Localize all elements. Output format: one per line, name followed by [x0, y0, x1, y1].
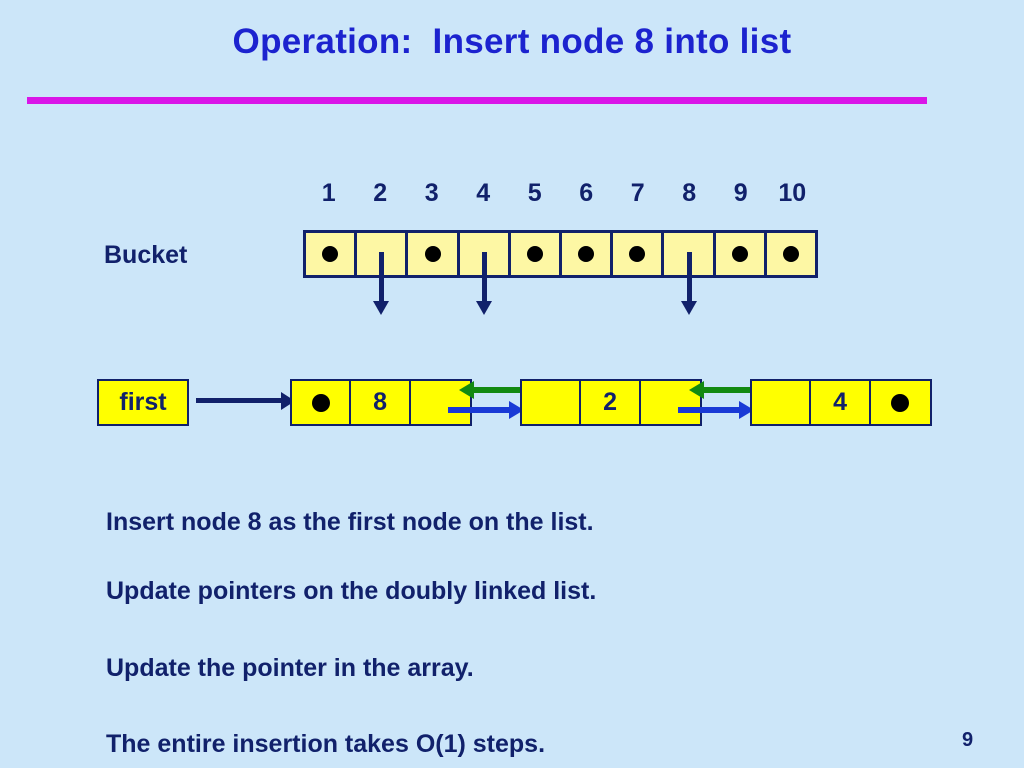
prev-pointer-arrow-1-icon — [459, 381, 533, 399]
null-dot-icon — [526, 246, 543, 262]
bucket-index-8: 8 — [682, 179, 697, 207]
null-dot-icon — [782, 246, 799, 262]
list-node-8[interactable]: 8 — [290, 379, 472, 426]
node-prev-cell — [292, 381, 352, 424]
bullet-line-3: Update the pointer in the array. — [106, 654, 474, 682]
node-value-cell: 4 — [811, 381, 871, 424]
node-prev-cell — [522, 381, 582, 424]
bucket-cell-9[interactable] — [715, 233, 767, 275]
title-divider — [27, 97, 927, 104]
node-prev-cell — [752, 381, 812, 424]
bucket-cell-8[interactable] — [664, 233, 716, 315]
bullet-line-4: The entire insertion takes O(1) steps. — [106, 730, 546, 758]
bucket-index-9: 9 — [733, 179, 748, 207]
bucket-index-4: 4 — [476, 179, 491, 207]
bullet-line-2: Update pointers on the doubly linked lis… — [106, 577, 597, 605]
bucket-cell-3[interactable] — [408, 233, 460, 275]
bucket-cell-10[interactable] — [766, 233, 816, 275]
null-dot-icon — [629, 246, 646, 262]
first-pointer-arrow-icon — [196, 391, 295, 410]
bucket-cell-6[interactable] — [562, 233, 614, 275]
null-dot-icon — [311, 393, 330, 412]
bucket-index-row: 1 2 3 4 5 6 7 8 9 10 — [303, 178, 818, 208]
bucket-index-5: 5 — [527, 179, 542, 207]
bucket-cell-4[interactable] — [459, 233, 511, 315]
bucket-index-2: 2 — [373, 179, 388, 207]
null-dot-icon — [731, 246, 748, 262]
bucket-cell-2[interactable] — [357, 233, 409, 315]
list-node-4[interactable]: 4 — [750, 379, 932, 426]
bucket-index-3: 3 — [424, 179, 439, 207]
bucket-cell-1[interactable] — [306, 233, 358, 275]
bullet-line-1: Insert node 8 as the first node on the l… — [106, 508, 594, 536]
node-next-cell — [870, 381, 930, 424]
node-value-cell: 2 — [581, 381, 641, 424]
bucket-index-10: 10 — [778, 179, 807, 207]
bucket-label: Bucket — [104, 241, 188, 269]
null-dot-icon — [322, 246, 339, 262]
down-arrow-icon — [373, 252, 390, 315]
bucket-cell-5[interactable] — [510, 233, 563, 275]
bucket-index-7: 7 — [630, 179, 645, 207]
first-pointer-box[interactable]: first — [97, 379, 189, 426]
list-node-2[interactable]: 2 — [520, 379, 702, 426]
next-pointer-arrow-2-icon — [678, 401, 754, 419]
null-dot-icon — [891, 393, 910, 412]
down-arrow-icon — [475, 252, 492, 315]
bucket-array — [303, 230, 818, 315]
null-dot-icon — [424, 246, 441, 262]
node-value-cell: 8 — [351, 381, 411, 424]
bucket-index-1: 1 — [321, 179, 336, 207]
page-number: 9 — [962, 729, 974, 751]
page-title: Operation: Insert node 8 into list — [232, 22, 792, 61]
bucket-cell-7[interactable] — [613, 233, 665, 275]
next-pointer-arrow-1-icon — [448, 401, 524, 419]
down-arrow-icon — [680, 252, 697, 315]
bucket-index-6: 6 — [579, 179, 594, 207]
null-dot-icon — [578, 246, 595, 262]
prev-pointer-arrow-2-icon — [689, 381, 763, 399]
